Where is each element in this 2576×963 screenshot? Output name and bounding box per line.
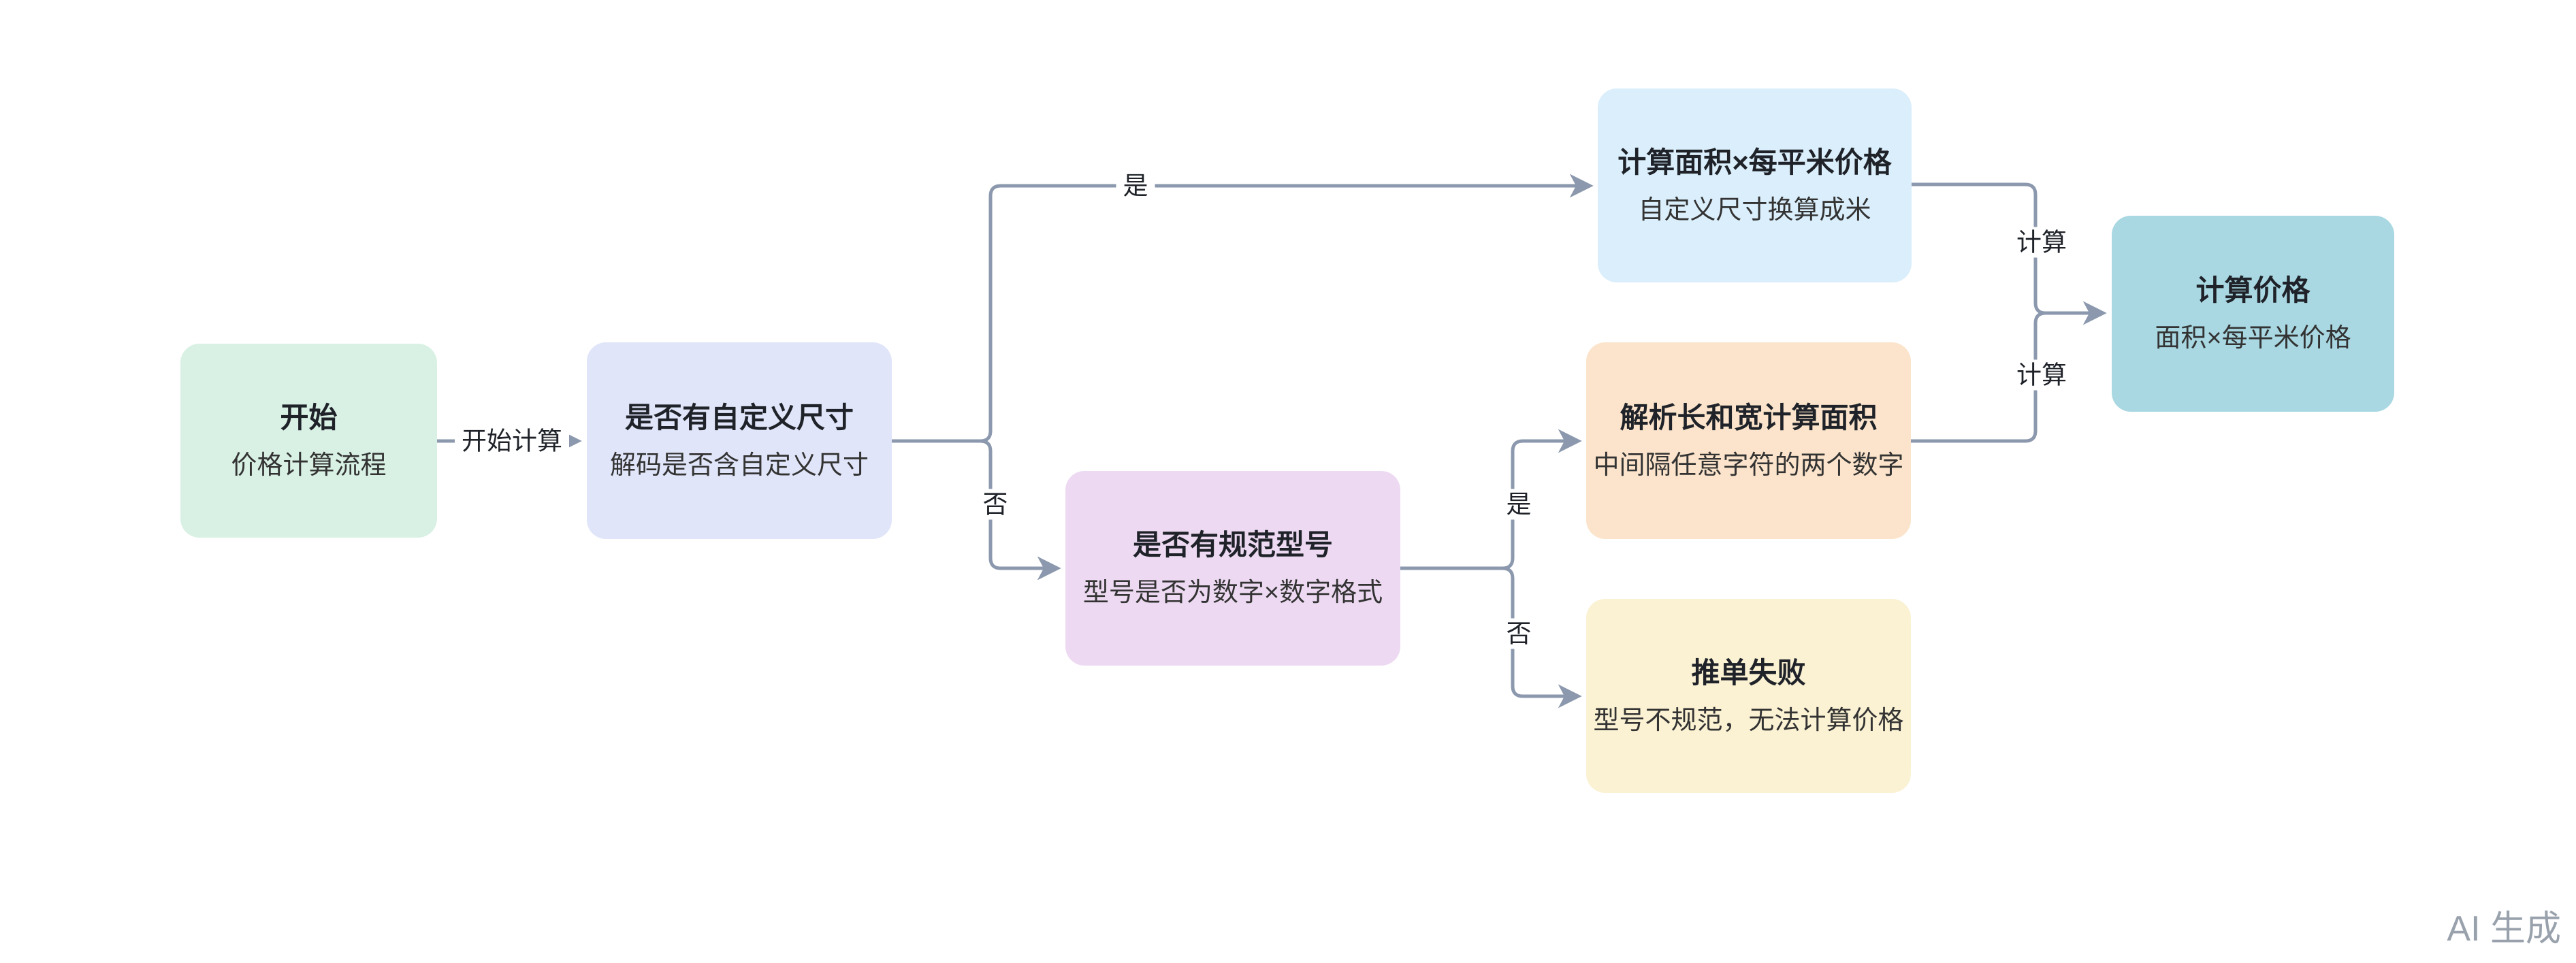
node-parse-length-width-title: 解析长和宽计算面积 [1620, 401, 1878, 434]
edge-parse-to-price [1911, 311, 2046, 443]
node-calc-price-subtitle: 面积×每平米价格 [2155, 324, 2351, 353]
node-start-title: 开始 [280, 401, 338, 434]
edge-standard-model-yes-to-parse [1400, 429, 1582, 570]
edge-standard-model-no-to-fail [1400, 566, 1582, 708]
edge-label-custom-yes: 是 [1116, 170, 1155, 201]
node-calc-price-title: 计算价格 [2195, 274, 2311, 306]
node-push-order-fail-title: 推单失败 [1691, 656, 1806, 689]
edge-label-custom-no: 否 [976, 489, 1015, 520]
edge-label-calc-from-parse: 计算 [2010, 359, 2074, 391]
node-has-standard-model: 是否有规范型号 型号是否为数字×数字格式 [1065, 471, 1400, 666]
node-has-standard-model-title: 是否有规范型号 [1132, 529, 1333, 561]
node-calc-area-times-price-title: 计算面积×每平米价格 [1617, 146, 1892, 178]
node-has-standard-model-subtitle: 型号是否为数字×数字格式 [1082, 578, 1383, 607]
node-calc-area-times-price: 计算面积×每平米价格 自定义尺寸换算成米 [1598, 88, 1912, 282]
edge-custom-size-yes-to-calc-area [892, 174, 1594, 443]
node-calc-area-times-price-subtitle: 自定义尺寸换算成米 [1638, 195, 1871, 225]
node-has-custom-size-subtitle: 解码是否含自定义尺寸 [609, 451, 869, 480]
node-parse-length-width-subtitle: 中间隔任意字符的两个数字 [1593, 451, 1904, 480]
node-calc-price: 计算价格 面积×每平米价格 [2112, 216, 2394, 412]
node-has-custom-size-title: 是否有自定义尺寸 [624, 401, 854, 434]
edge-label-start-calc: 开始计算 [455, 425, 569, 457]
ai-generated-watermark: AI 生成 [2447, 909, 2561, 949]
node-parse-length-width: 解析长和宽计算面积 中间隔任意字符的两个数字 [1586, 342, 1911, 539]
edge-label-model-no: 否 [1499, 618, 1539, 649]
node-push-order-fail: 推单失败 型号不规范，无法计算价格 [1586, 599, 1911, 793]
node-push-order-fail-subtitle: 型号不规范，无法计算价格 [1593, 706, 1904, 735]
edge-custom-size-no-to-standard-model [892, 439, 1061, 581]
node-start-subtitle: 价格计算流程 [231, 451, 387, 480]
edge-label-calc-from-area: 计算 [2010, 227, 2074, 258]
node-has-custom-size: 是否有自定义尺寸 解码是否含自定义尺寸 [587, 342, 892, 539]
edge-label-model-yes: 是 [1499, 489, 1539, 520]
node-start: 开始 价格计算流程 [180, 344, 437, 538]
